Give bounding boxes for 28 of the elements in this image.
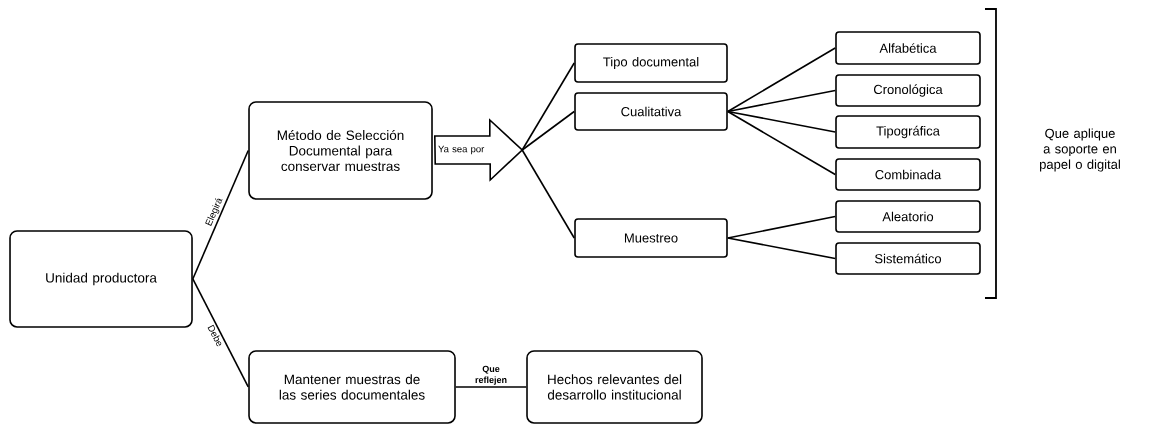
connector-line: [727, 215, 836, 239]
connector-line: [192, 278, 249, 388]
category-box: Sistemático: [835, 242, 981, 275]
connector-line: [521, 110, 575, 151]
connector-line: [521, 149, 575, 239]
concept-box: Método de Selección Documental para conservar muestras: [248, 101, 433, 200]
category-box: Cualitativa: [574, 92, 728, 131]
connector-line: [192, 149, 249, 280]
category-box: Aleatorio: [835, 200, 981, 233]
edge-label: Que reflejen: [475, 365, 507, 385]
connector-line: [727, 110, 836, 133]
connector-line: [727, 47, 836, 113]
category-box: Tipo documental: [574, 43, 728, 83]
concept-box: Unidad productora: [9, 230, 193, 328]
connector-line: [727, 110, 836, 176]
concept-box: Hechos relevantes del desarrollo institucional: [526, 350, 703, 424]
category-box: Tipográfica: [835, 115, 981, 149]
connector-line: [727, 237, 836, 260]
connector-line: [727, 89, 836, 113]
category-box: Combinada: [835, 158, 981, 191]
category-box: Muestreo: [574, 218, 728, 258]
category-box: Alfabética: [835, 31, 981, 65]
connector-line: [455, 386, 527, 388]
concept-box: Mantener muestras de las series documentales: [248, 350, 456, 424]
connector-line: [521, 62, 575, 151]
category-box: Cronológica: [835, 74, 981, 107]
edge-label: Debe: [207, 324, 222, 347]
note-text: Que aplique a soporte en papel o digital: [1040, 128, 1120, 172]
